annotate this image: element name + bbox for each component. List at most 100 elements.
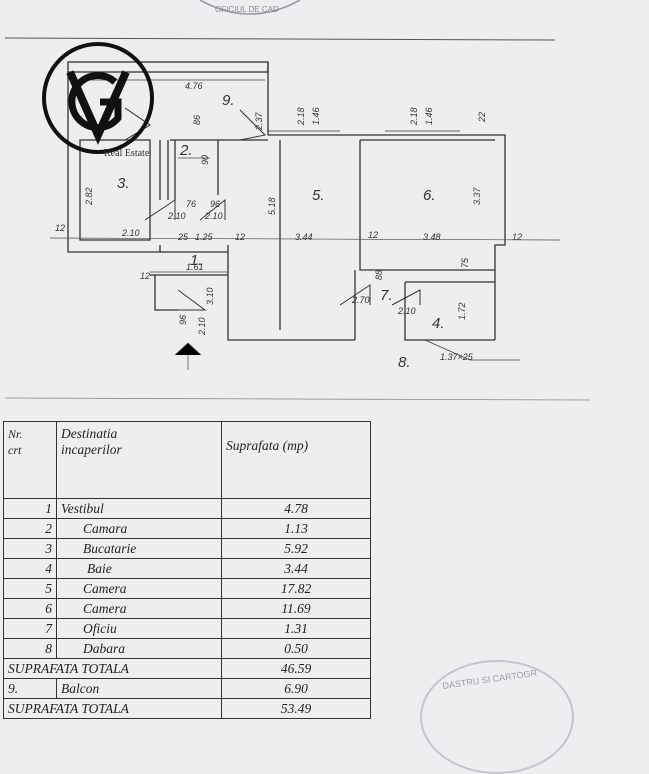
dim-172: 1.72 — [457, 302, 467, 320]
header-dest-line2: incaperilor — [61, 442, 122, 457]
balcon-area: 6.90 — [221, 678, 371, 699]
logo-watermark-text: Real Estate — [104, 148, 150, 159]
dim-310: 3.10 — [205, 287, 215, 305]
mid-rule — [4, 397, 591, 401]
dim-96-b: 96 — [178, 315, 188, 325]
dim-12-left: 12 — [55, 223, 65, 233]
row-nr: 3 — [3, 538, 57, 559]
row-area: 1.13 — [221, 518, 371, 539]
rooms-area-table: Nr. crt Destinatia incaperilor Suprafata… — [3, 421, 371, 719]
room-numbers: 1. 2. 3. 4. 5. 6. 7. 8. 9. — [117, 92, 445, 371]
row-area: 11.69 — [221, 598, 371, 619]
room-number-7: 7. — [380, 287, 393, 304]
stamp-top-text: OFICIUL DE CAD — [215, 5, 279, 14]
balcon-nr: 9. — [3, 678, 57, 699]
dim-75: 75 — [460, 257, 470, 268]
dim-218-a: 2.18 — [296, 107, 306, 126]
door-swings — [124, 107, 421, 311]
dim-146-b: 1.46 — [424, 107, 434, 125]
dim-12-lower: 12 — [140, 271, 150, 281]
top-rule — [4, 37, 556, 41]
room-number-3: 3. — [117, 175, 130, 192]
cadastre-stamp-top: OFICIUL DE CAD — [199, 0, 301, 15]
dim-218-b: 2.18 — [409, 107, 419, 126]
room-number-4: 4. — [432, 315, 445, 332]
logo-ring — [42, 42, 154, 154]
stamp-bottom-text: DASTRU SI CARTOGR — [441, 667, 538, 691]
dim-518: 5.18 — [267, 197, 277, 215]
plan-walls — [67, 61, 506, 341]
header-nr: Nr. — [8, 427, 23, 441]
row-name: Bucatarie — [56, 538, 222, 559]
row-name: Camera — [56, 578, 222, 599]
dim-210-door-b: 2.10 — [204, 211, 223, 221]
dim-22: 22 — [477, 112, 487, 123]
dim-210-door-a: 2.10 — [167, 211, 186, 221]
dim-161: 1.61 — [186, 262, 204, 272]
table-header-row: Nr. crt Destinatia incaperilor Suprafata… — [3, 421, 371, 499]
row-area: 3.44 — [221, 558, 371, 579]
header-dest-line1: Destinatia — [61, 426, 118, 441]
header-destination: Destinatia incaperilor — [56, 421, 222, 499]
row-nr: 7 — [3, 618, 57, 639]
total2-label: SUPRAFATA TOTALA — [3, 698, 222, 719]
dim-270: 2.70 — [351, 295, 370, 305]
row-area: 4.78 — [221, 498, 371, 519]
row-area: 0.50 — [221, 638, 371, 659]
room-number-6: 6. — [423, 187, 436, 204]
row-nr: 1 — [3, 498, 57, 519]
row-nr: 8 — [3, 638, 57, 659]
dim-12-mid-a: 12 — [235, 232, 245, 242]
row-nr: 2 — [3, 518, 57, 539]
row-nr: 6 — [3, 598, 57, 619]
dim-25: 25 — [177, 232, 189, 242]
dim-137x25: 1.37×25 — [440, 352, 474, 362]
dim-210-kitchen: 2.10 — [121, 228, 140, 238]
total2-area: 53.49 — [221, 698, 371, 719]
logo-letter-g — [68, 72, 122, 132]
total1-label: SUPRAFATA TOTALA — [3, 658, 222, 679]
row-nr: 5 — [3, 578, 57, 599]
room-number-1: 1. — [190, 252, 203, 269]
balcon-name: Balcon — [56, 678, 222, 699]
room-number-5: 5. — [312, 187, 325, 204]
header-area: Suprafata (mp) — [221, 421, 371, 499]
dim-210-door-d: 2.10 — [397, 306, 416, 316]
floor-plan-drawing: OFICIUL DE CAD — [4, 0, 591, 401]
row-name: Camara — [56, 518, 222, 539]
dimension-lines — [49, 79, 561, 370]
row-area: 5.92 — [221, 538, 371, 559]
total1-area: 46.59 — [221, 658, 371, 679]
dim-125: 1.25 — [195, 232, 214, 242]
dim-90: 90 — [200, 155, 210, 165]
dim-146-a: 1.46 — [311, 107, 321, 125]
room-number-9: 9. — [222, 92, 235, 109]
dim-282: 2.82 — [84, 187, 94, 206]
dim-12-mid-b: 12 — [368, 230, 378, 240]
dim-476: 4.76 — [185, 81, 203, 91]
dim-12-right: 12 — [512, 232, 522, 242]
row-name: Camera — [56, 598, 222, 619]
row-area: 1.31 — [221, 618, 371, 639]
dim-76: 76 — [186, 199, 196, 209]
row-nr: 4 — [3, 558, 57, 579]
room-number-2: 2. — [179, 142, 193, 159]
row-name: Dabara — [56, 638, 222, 659]
row-name: Vestibul — [56, 498, 222, 519]
dim-237: 2.37 — [254, 111, 264, 131]
row-name: Oficiu — [56, 618, 222, 639]
dim-348: 3.48 — [423, 232, 441, 242]
dim-88: 88 — [374, 270, 384, 280]
dim-344: 3.44 — [295, 232, 313, 242]
document-sheet: OFICIUL DE CAD — [4, 0, 591, 401]
logo-letter-v — [66, 70, 130, 145]
